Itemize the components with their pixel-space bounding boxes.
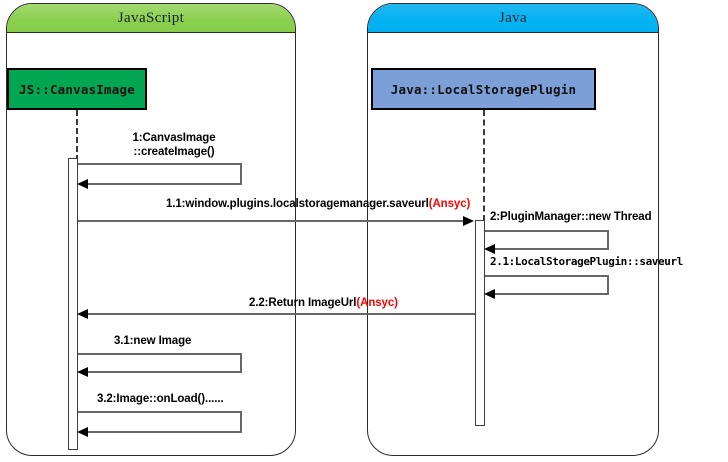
participant-js-canvasimage-label: JS::CanvasImage	[19, 81, 135, 97]
message-2-2-line	[86, 313, 475, 315]
frame-java: Java	[367, 3, 659, 456]
message-1-1-async-tag: (Ansyc)	[428, 198, 471, 210]
message-3-1-outbound-line	[78, 353, 242, 355]
frame-java-header: Java	[368, 4, 658, 33]
message-3-1-turn-line	[240, 353, 242, 371]
frame-javascript-header: JavaScript	[7, 4, 295, 33]
message-1-return-line	[86, 183, 242, 185]
message-label-2: 2:PluginManager::new Thread	[490, 211, 652, 223]
message-2-1-text: 2.1:LocalStoragePlugin::saveurl	[490, 255, 683, 268]
message-3-2-outbound-line	[78, 411, 242, 413]
message-2-1-arrowhead	[484, 289, 495, 299]
message-label-2-1: 2.1:LocalStoragePlugin::saveurl	[490, 255, 683, 268]
message-label-1-1: 1.1:window.plugins.localstoragemanager.s…	[166, 198, 470, 210]
message-2-1-return-line	[493, 293, 609, 295]
message-1-outbound-line	[78, 163, 242, 165]
activation-bar-js-canvasimage	[68, 158, 78, 450]
message-3-2-return-line	[86, 431, 242, 433]
lifeline-java-localstorageplugin	[483, 110, 485, 221]
message-label-1: 1:CanvasImage ::createImage()	[104, 131, 244, 159]
message-2-outbound-line	[485, 230, 609, 232]
participant-java-localstorageplugin[interactable]: Java::LocalStoragePlugin	[371, 68, 596, 110]
message-3-2-turn-line	[240, 411, 242, 431]
message-1-arrowhead	[77, 179, 88, 189]
message-2-1-turn-line	[607, 275, 609, 293]
message-1-line2: ::createImage()	[133, 146, 215, 158]
message-1-line1: 1:CanvasImage	[132, 132, 216, 144]
participant-java-localstorageplugin-label: Java::LocalStoragePlugin	[390, 81, 577, 97]
message-3-1-arrowhead	[77, 367, 88, 377]
message-3-1-text: 3.1:new Image	[114, 335, 192, 347]
frame-javascript-title: JavaScript	[117, 9, 185, 26]
message-2-turn-line	[607, 230, 609, 248]
lifeline-js-canvasimage	[76, 110, 78, 161]
message-1-1-text: 1.1:window.plugins.localstoragemanager.s…	[166, 198, 429, 210]
message-2-2-arrowhead	[77, 309, 88, 319]
message-1-turn-line	[240, 163, 242, 183]
message-2-text: 2:PluginManager::new Thread	[490, 211, 652, 223]
message-label-2-2: 2.2:Return ImageUrl(Ansyc)	[249, 297, 398, 309]
message-1-1-arrowhead	[463, 216, 474, 226]
message-2-2-async-tag: (Ansyc)	[356, 297, 398, 309]
message-2-1-outbound-line	[485, 275, 609, 277]
message-2-arrowhead	[484, 244, 495, 254]
message-3-2-text: 3.2:Image::onLoad()......	[97, 393, 224, 405]
message-3-1-return-line	[86, 371, 242, 373]
message-2-2-text: 2.2:Return ImageUrl	[249, 297, 357, 309]
activation-bar-java-localstorageplugin	[475, 220, 485, 426]
message-1-1-line	[78, 220, 463, 222]
message-2-return-line	[493, 248, 609, 250]
message-label-3-1: 3.1:new Image	[114, 335, 191, 347]
message-label-3-2: 3.2:Image::onLoad()......	[97, 393, 224, 405]
message-3-2-arrowhead	[77, 427, 88, 437]
participant-js-canvasimage[interactable]: JS::CanvasImage	[7, 68, 147, 110]
frame-java-title: Java	[498, 9, 528, 26]
